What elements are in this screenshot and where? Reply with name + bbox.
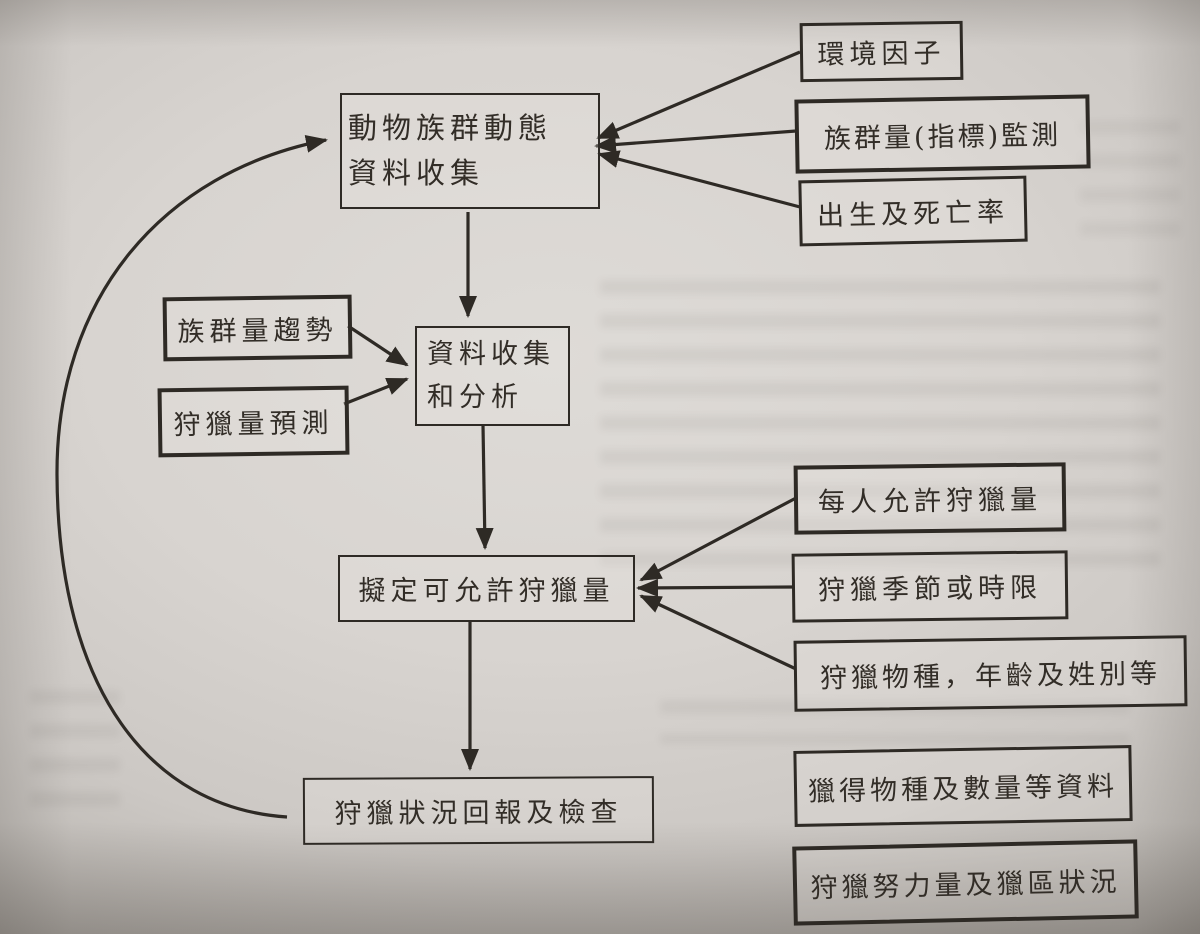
node-caught-species-quantity-data: 獵得物種及數量等資料 — [793, 745, 1133, 827]
node-harvest-prediction: 狩獵量預測 — [157, 385, 350, 458]
node-population-trend: 族群量趨勢 — [162, 294, 353, 362]
node-label: 環境因子 — [817, 38, 946, 71]
node-data-collection-analysis: 資料收集 和分析 — [415, 326, 570, 426]
page-bleed-through — [30, 690, 120, 820]
node-label: 每人允許狩獵量 — [817, 484, 1043, 519]
arrow-population-trend — [347, 324, 409, 367]
node-label: 出生及死亡率 — [816, 196, 1010, 232]
node-animal-population-data: 動物族群動態 資料收集 — [340, 93, 600, 209]
node-set-allowable-harvest: 擬定可允許狩獵量 — [338, 555, 635, 622]
node-label: 狩獵物種，年齡及姓別等 — [819, 658, 1162, 695]
node-hunting-effort-area-status: 狩獵努力量及獵區狀況 — [792, 839, 1139, 926]
node-label: 族群量(指標)監測 — [823, 119, 1062, 155]
arrow-birth-death — [597, 150, 801, 209]
arrow-feedback-curve — [55, 135, 328, 819]
node-label: 狩獵量預測 — [173, 407, 334, 442]
node-label: 狩獵努力量及獵區狀況 — [810, 866, 1121, 905]
node-label-line: 動物族群動態 — [348, 111, 553, 146]
arrow-per-person-quota — [639, 496, 797, 582]
node-birth-death-rate: 出生及死亡率 — [798, 175, 1028, 247]
node-per-person-quota: 每人允許狩獵量 — [793, 462, 1067, 535]
node-species-age-sex: 狩獵物種，年齡及姓別等 — [793, 635, 1188, 712]
node-label-line: 和分析 — [427, 382, 523, 413]
node-label: 擬定可允許狩獵量 — [358, 576, 615, 607]
arrow-season-limit — [636, 578, 794, 597]
node-hunting-season-limit: 狩獵季節或時限 — [791, 550, 1069, 623]
arrow-species-age-sex — [639, 594, 797, 671]
node-label-line: 資料收集 — [427, 338, 555, 370]
arrow-env-factor — [596, 50, 801, 140]
arrow-harvest-prediction — [343, 377, 409, 406]
node-environment-factor: 環境因子 — [799, 20, 964, 83]
node-hunting-report-inspection: 狩獵狀況回報及檢查 — [302, 776, 655, 845]
node-label: 狩獵季節或時限 — [817, 572, 1043, 607]
arrow-to-allowable-harvest — [475, 424, 494, 550]
arrow-population-monitoring — [594, 129, 797, 154]
page-bleed-through — [1080, 120, 1180, 240]
node-label: 獵得物種及數量等資料 — [807, 770, 1119, 808]
node-label: 族群量趨勢 — [177, 314, 338, 348]
node-population-index-monitoring: 族群量(指標)監測 — [794, 94, 1091, 174]
node-label: 狩獵狀況回報及檢查 — [334, 797, 623, 830]
node-label-line: 資料收集 — [348, 156, 485, 190]
